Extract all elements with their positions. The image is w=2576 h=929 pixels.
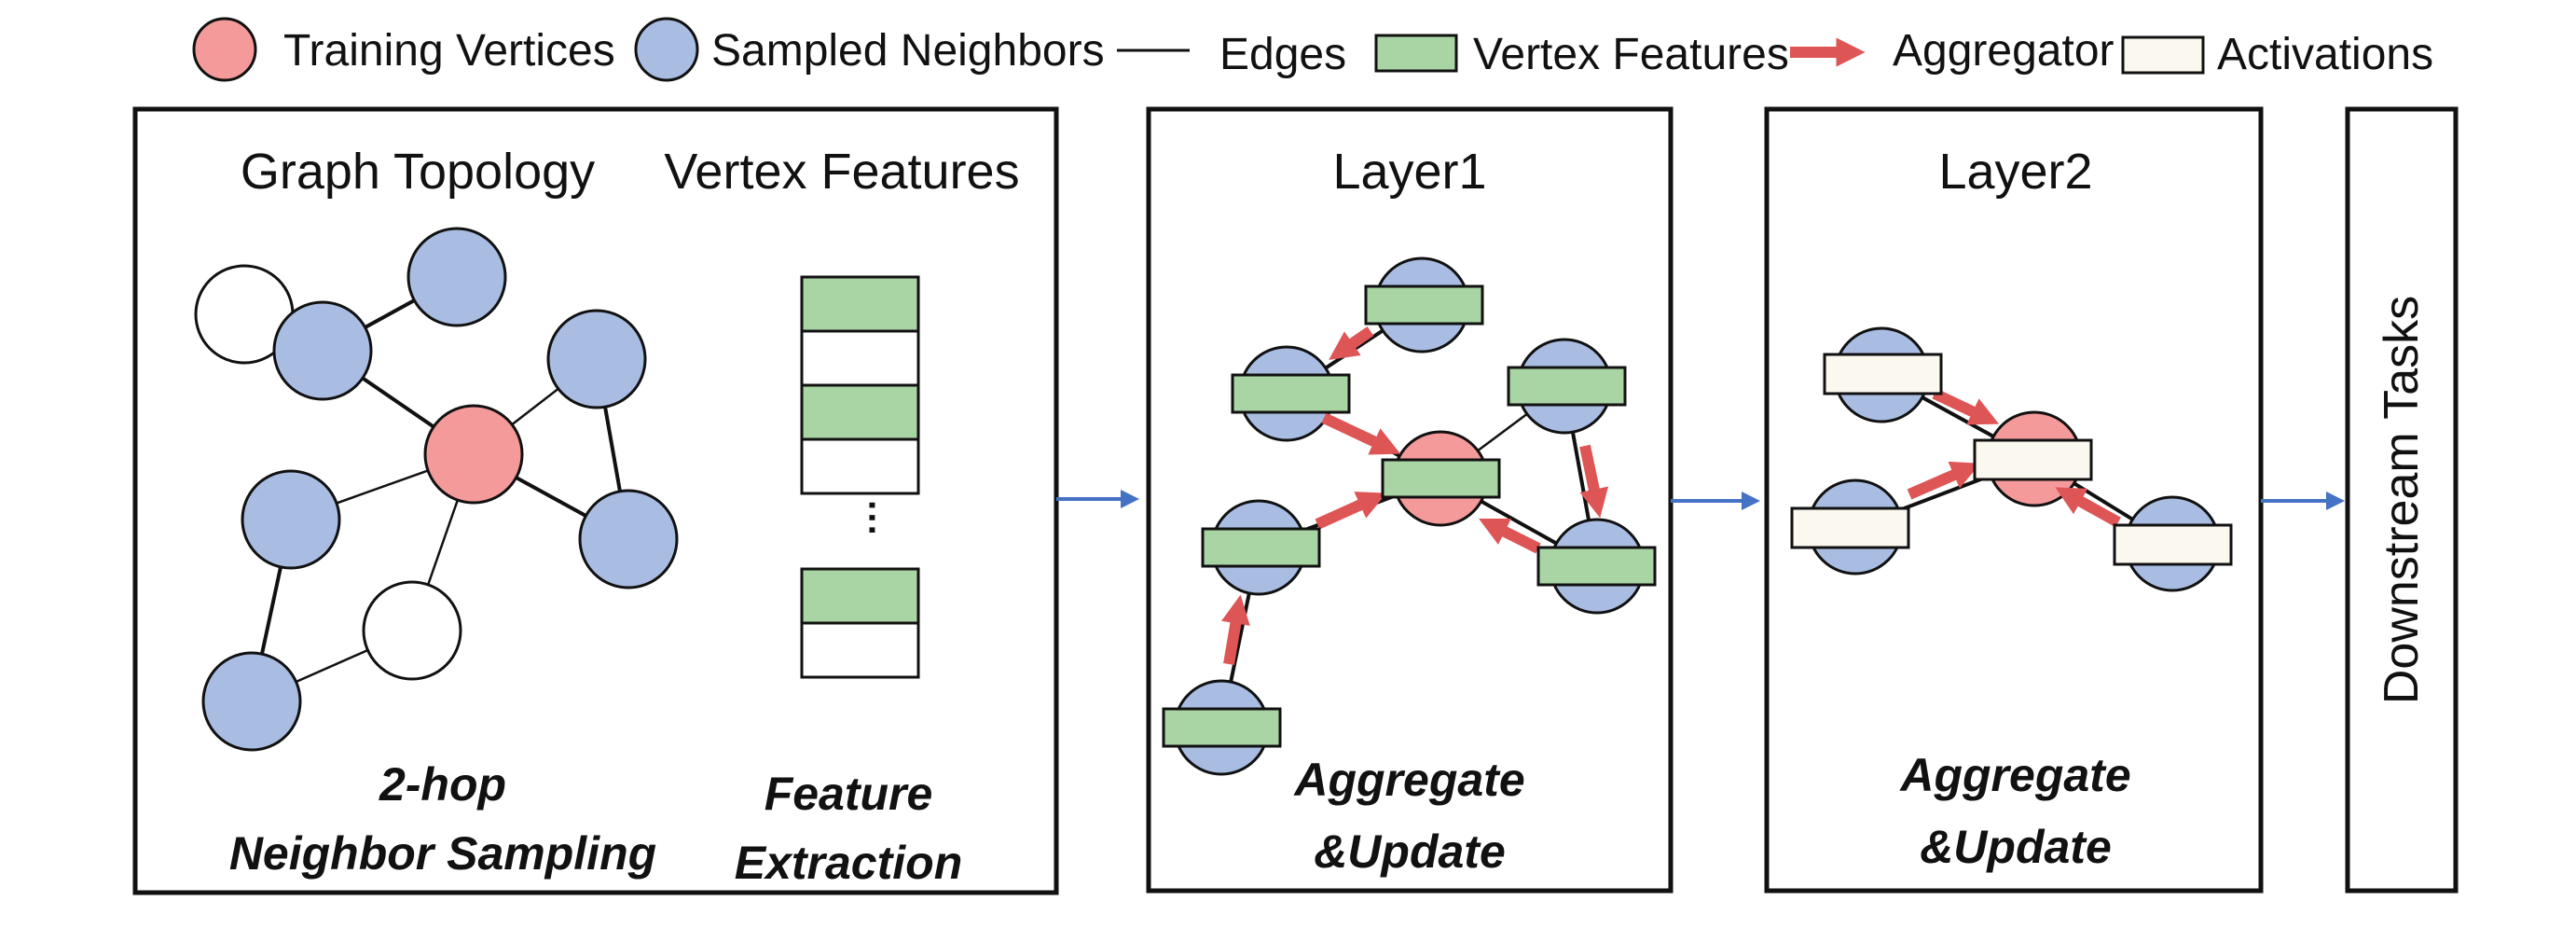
layer1-caption-line2: &Update	[1314, 825, 1506, 878]
downstream-panel-frame	[2345, 106, 2459, 894]
layer2-caption-line2: &Update	[1920, 821, 2112, 873]
layer1-title: Layer1	[1332, 144, 1486, 200]
activation-bar	[1790, 506, 1910, 549]
feature-row-green	[800, 567, 920, 625]
aggregator-arrow	[1221, 594, 1250, 666]
aggregator-arrow	[1315, 492, 1387, 530]
feature-row-green	[800, 383, 920, 441]
training-vertex	[423, 404, 524, 505]
extraction-caption-line1: Feature	[765, 768, 933, 820]
legend-training-vertices-label: Training Vertices	[283, 26, 615, 76]
vertex-feature-bar	[1536, 546, 1657, 587]
vertex-feature-bar	[1507, 366, 1627, 407]
feature-ellipsis: ···	[851, 500, 892, 537]
vertex-feature-bar	[1231, 373, 1351, 414]
sampled-neighbor-vertex	[272, 300, 373, 401]
sampled-neighbor-vertex	[201, 651, 302, 752]
activation-bar	[2113, 523, 2233, 566]
vertex-feature-bar	[1381, 458, 1501, 499]
aggregator-arrow	[1321, 412, 1401, 455]
feature-row-green	[800, 275, 920, 333]
legend-sampled-neighbor-swatch	[634, 17, 699, 82]
aggregator-arrow	[1329, 326, 1374, 360]
sampling-panel: Graph Topology Vertex Features	[132, 106, 1059, 895]
aggregator-arrow	[1579, 444, 1609, 519]
vertex-feature-bar	[1364, 284, 1484, 326]
layer2-title: Layer2	[1938, 144, 2092, 200]
extraction-caption-line2: Extraction	[735, 837, 963, 889]
feature-matrix	[800, 275, 920, 679]
sampled-neighbor-vertex	[241, 469, 341, 570]
layer1-caption-line1: Aggregate	[1292, 754, 1524, 806]
aggregator-arrow	[1932, 388, 2000, 425]
downstream-tasks-label: Downstream Tasks	[2375, 296, 2429, 704]
sampled-neighbor-vertex	[578, 489, 679, 589]
layer2-caption-line1: Aggregate	[1898, 749, 2130, 801]
vertex-features-title: Vertex Features	[664, 144, 1019, 200]
legend-vertex-features-label: Vertex Features	[1473, 30, 1789, 79]
sampled-neighbor-vertex	[406, 227, 507, 327]
feature-row-white	[800, 329, 920, 387]
layer2-panel: Layer2 Aggregate &Update	[1764, 106, 2264, 894]
aggregator-arrow	[2055, 487, 2121, 528]
sampled-neighbor-vertex	[546, 309, 647, 409]
legend-edges-label: Edges	[1219, 30, 1346, 79]
vertex-feature-bar	[1162, 707, 1282, 748]
sampling-caption-line2: Neighbor Sampling	[229, 827, 656, 880]
activation-bar	[1823, 353, 1943, 395]
legend-vertex-feature-swatch	[1374, 34, 1458, 73]
legend-aggregator-label: Aggregator	[1893, 26, 2115, 76]
vertex-feature-bar	[1201, 527, 1321, 568]
feature-row-white	[800, 437, 920, 495]
aggregator-arrow	[1907, 461, 1981, 500]
legend-activations-label: Activations	[2217, 30, 2433, 79]
graph-topology-title: Graph Topology	[241, 144, 595, 200]
feature-row-white	[800, 621, 920, 679]
layer2-aggregator-arrows	[1907, 388, 2121, 528]
unsampled-vertex	[362, 580, 462, 681]
sampling-caption-line1: 2-hop	[379, 758, 506, 811]
downstream-panel: Downstream Tasks	[2345, 106, 2459, 894]
aggregator-arrow	[1479, 519, 1541, 554]
activation-bar	[1973, 438, 2093, 481]
legend-training-vertex-swatch	[192, 17, 257, 82]
legend-sampled-neighbors-label: Sampled Neighbors	[711, 26, 1105, 76]
legend: Training Vertices Sampled Neighbors Edge…	[192, 17, 2433, 82]
legend-activation-swatch	[2121, 35, 2205, 75]
layer1-panel: Layer1 Agg	[1146, 106, 1674, 894]
layer1-aggregator-arrows	[1221, 326, 1609, 666]
